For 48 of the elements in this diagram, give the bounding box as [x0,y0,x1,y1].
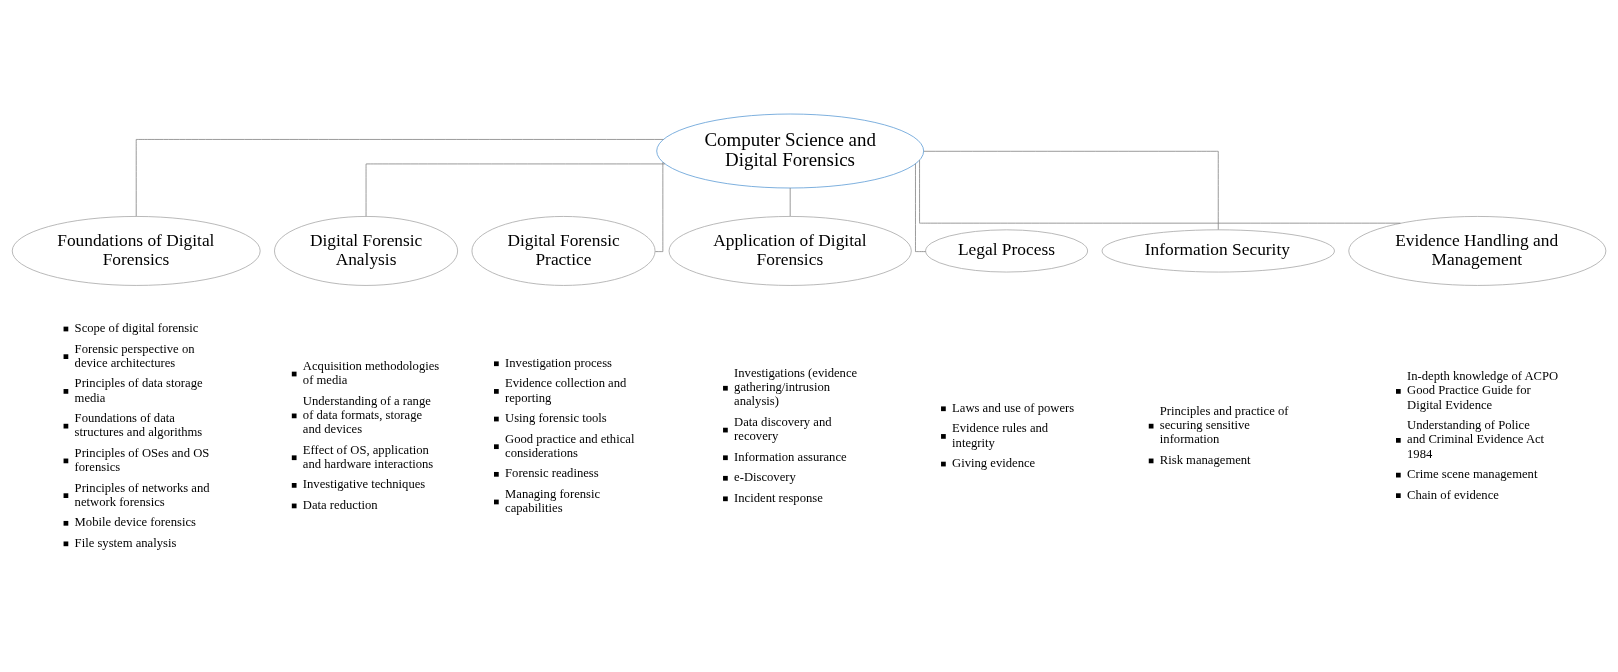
node-label: In-depth knowledge of ACPO Good Practice Guide for Digital Evidence [1407,368,1559,412]
node-ellipse: Evidence Handling and Management [1348,215,1607,286]
node-label: Principles of OSes and OS forensics [74,445,210,474]
node-label: e-Discovery [734,469,796,484]
node-label: Risk management [1159,452,1251,467]
node-label: Acquisition methodologies of media [302,358,440,387]
node-ellipse: Digital Forensic Practice [471,215,656,286]
node-label: Principles of data storage media [74,375,203,405]
node-label: Managing forensic capabilities [505,486,601,515]
node-label: Investigation process [505,355,612,370]
node-ellipse: Foundations of Digital Forensics [11,215,261,286]
node-label: Foundations of data structures and algorithms [74,410,203,439]
connector [789,187,791,217]
node-ellipse: Information Security [1101,228,1335,272]
node-label: Chain of evidence [1407,487,1499,502]
node-label: Forensic readiness [505,465,599,480]
node-label: Understanding of a range of data formats, storage and devices [302,393,431,436]
connector [365,163,666,217]
node-label: Giving evidence [952,455,1036,470]
node-label: Information assurance [734,449,847,464]
node-label: Principles of networks and network forensics [74,480,210,509]
node-label: Forensic perspective on device architectures [74,341,195,370]
node-ellipse: Computer Science and Digital Forensics [656,113,925,188]
node-label: Laws and use of powers [952,400,1075,415]
node-label: Using forensic tools [505,410,607,425]
node-label: Evidence collection and reporting [505,375,627,405]
node-label: Investigations (evidence gathering/intrusion analysis) [734,365,858,408]
connector [919,159,1401,224]
node-label: Data discovery and recovery [734,414,832,443]
connector [923,150,1219,230]
node-label: Data reduction [302,497,378,512]
node-label: File system analysis [74,535,177,550]
node-label: Crime scene management [1407,466,1538,481]
node-ellipse: Digital Forensic Analysis [274,215,458,286]
connector [135,138,664,217]
node-ellipse: Legal Process [925,228,1088,272]
node-label: Understanding of Police and Criminal Evidence Act 1984 [1407,417,1545,461]
node-ellipse: Application of Digital Forensics [668,215,912,286]
connector [655,161,664,252]
connector [915,162,926,252]
node-label: Investigative techniques [302,476,426,491]
node-label: Good practice and ethical considerations [505,431,635,460]
node-label: Effect of OS, application and hardware interactions [302,442,434,471]
node-label: Incident response [734,490,823,505]
node-label: Mobile device forensics [74,514,196,529]
node-label: Scope of digital forensic [74,320,199,335]
node-label: Principles and practice of securing sensitive information [1159,403,1289,446]
node-label: Evidence rules and integrity [952,420,1049,450]
